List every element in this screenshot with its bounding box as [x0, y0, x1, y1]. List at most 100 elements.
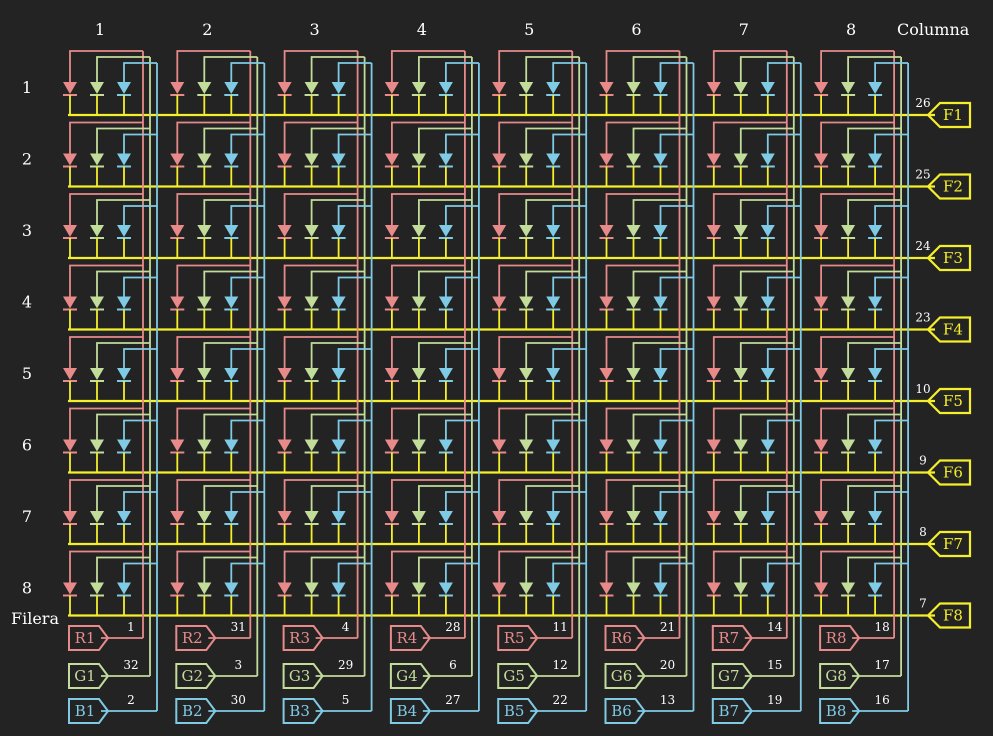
led-blue: [438, 348, 479, 401]
diode-symbol: [733, 153, 748, 166]
led-blue: [760, 562, 801, 616]
led-blue: [224, 419, 265, 473]
led-anode-wire: [203, 342, 258, 368]
connector-name: F5: [943, 392, 963, 410]
led-anode-wire: [659, 348, 694, 368]
led-anode-wire: [337, 491, 372, 511]
led-green: [519, 127, 580, 187]
diode-symbol: [90, 439, 104, 452]
led-anode-wire: [874, 419, 909, 440]
led-red: [170, 407, 251, 473]
led-green: [304, 127, 365, 187]
diode-symbol: [760, 296, 775, 309]
diode-symbol: [868, 225, 883, 237]
led-anode-wire: [96, 199, 150, 225]
pin-number: 14: [767, 620, 783, 634]
pin-number: 1: [127, 620, 135, 634]
led-red: [277, 550, 358, 616]
led-anode-wire: [445, 276, 479, 297]
led-anode-wire: [632, 199, 687, 225]
led-anode-wire: [712, 479, 787, 511]
led-anode-wire: [310, 127, 365, 154]
pin-number: 7: [919, 597, 927, 611]
led-anode-wire: [445, 205, 479, 225]
led-red: [706, 50, 787, 115]
led-red: [706, 479, 787, 544]
led-green: [304, 485, 365, 544]
diode-symbol: [760, 511, 775, 523]
led-red: [384, 336, 465, 401]
led-anode-wire: [310, 342, 365, 368]
diode-symbol: [733, 225, 748, 237]
led-anode-wire: [391, 407, 465, 440]
led-anode-wire: [230, 276, 265, 297]
diode-symbol: [626, 225, 641, 237]
led-anode-wire: [283, 479, 358, 511]
diode-symbol: [706, 511, 721, 523]
led-anode-wire: [391, 121, 465, 154]
led-anode-wire: [310, 556, 365, 583]
connector-name: R6: [611, 629, 632, 647]
diode-symbol: [411, 582, 426, 595]
diode-symbol: [90, 296, 104, 309]
row-number: 5: [22, 364, 32, 383]
connector-name: R1: [75, 629, 96, 647]
led-red: [384, 550, 465, 616]
connector-name: R5: [504, 629, 525, 647]
led-red: [492, 479, 573, 544]
led-green: [841, 413, 902, 473]
diode-symbol: [117, 153, 131, 166]
diode-symbol: [599, 296, 614, 309]
led-green: [411, 127, 472, 187]
connector-tag-shape: [926, 101, 972, 129]
diode-symbol: [841, 153, 856, 166]
pin-number: 4: [342, 620, 350, 634]
led-blue: [760, 62, 801, 115]
diode-symbol: [331, 368, 346, 380]
led-anode-wire: [123, 419, 157, 440]
column-number: 1: [95, 20, 105, 39]
diode-symbol: [224, 82, 239, 94]
led-red: [63, 336, 143, 401]
led-green: [626, 199, 687, 258]
diode-symbol: [626, 368, 641, 380]
led-anode-wire: [525, 270, 580, 297]
pin-number: 22: [553, 693, 568, 707]
led-anode-wire: [739, 127, 794, 154]
led-anode-wire: [230, 562, 265, 583]
led-anode-wire: [525, 127, 580, 154]
led-anode-wire: [283, 336, 358, 368]
led-blue: [331, 276, 372, 330]
pin-number: 28: [445, 620, 460, 634]
diode-symbol: [841, 296, 856, 309]
connector-tag-shape: [711, 663, 754, 689]
led-green: [411, 556, 472, 616]
diode-symbol: [546, 82, 561, 94]
led-green: [841, 270, 902, 330]
led-anode-wire: [766, 133, 801, 154]
diode-symbol: [492, 225, 507, 237]
diode-symbol: [519, 511, 534, 523]
led-anode-wire: [418, 413, 472, 440]
pin-number: 23: [915, 311, 930, 325]
led-red: [599, 264, 680, 330]
led-anode-wire: [552, 491, 587, 511]
led-anode-wire: [283, 121, 358, 154]
led-anode-wire: [712, 336, 787, 368]
led-green: [411, 485, 472, 544]
led-anode-wire: [391, 193, 465, 225]
connector-name: F7: [943, 535, 963, 553]
diode-symbol: [197, 153, 212, 166]
led-anode-wire: [337, 62, 372, 82]
led-red: [492, 407, 573, 473]
led-red: [384, 50, 465, 115]
led-green: [841, 56, 902, 115]
diode-symbol: [438, 82, 453, 94]
led-anode-wire: [69, 193, 143, 225]
pin-number: 16: [874, 693, 889, 707]
connector-name: G1: [74, 667, 96, 685]
column-connector-R3: R34: [282, 620, 350, 651]
